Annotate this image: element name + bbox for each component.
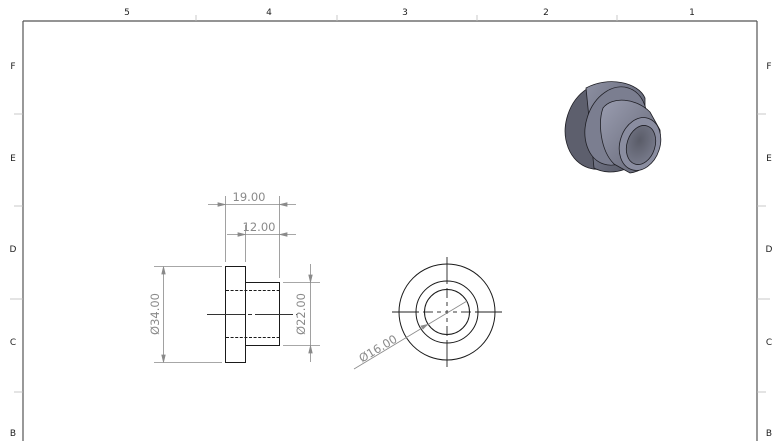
zone-col-3: 3 — [402, 8, 408, 18]
zone-row-d-left: D — [10, 245, 17, 255]
column-zone-ticks — [195, 15, 618, 21]
dimension-flange-diameter[interactable]: Ø34.00 — [148, 266, 222, 363]
zone-row-b-left: B — [10, 429, 16, 439]
zone-col-5: 5 — [124, 8, 130, 18]
isometric-part — [564, 81, 662, 174]
zone-col-4: 4 — [266, 8, 272, 18]
dimension-overall-length[interactable]: 19.00 — [208, 190, 296, 278]
zone-row-e-right: E — [766, 154, 772, 164]
dimension-label-16: Ø16.00 — [356, 332, 399, 366]
row-zone-labels-left: F E D C B — [10, 62, 17, 439]
dimension-label-19: 19.00 — [233, 190, 266, 204]
isometric-view[interactable] — [554, 73, 667, 179]
zone-row-c-left: C — [10, 338, 16, 348]
dimension-hub-length[interactable]: 12.00 — [227, 220, 296, 262]
zone-row-c-right: C — [766, 338, 772, 348]
side-view[interactable]: 19.00 12.00 Ø34.00 Ø22.00 — [148, 190, 320, 363]
zone-col-2: 2 — [543, 8, 549, 18]
dimension-label-12: 12.00 — [243, 220, 276, 234]
row-zone-ticks — [10, 113, 770, 393]
dimension-bore-diameter[interactable]: Ø16.00 — [353, 300, 468, 370]
zone-col-1: 1 — [689, 8, 695, 18]
zone-row-e-left: E — [10, 154, 16, 164]
zone-row-f-left: F — [10, 62, 15, 72]
dimension-hub-diameter[interactable]: Ø22.00 — [283, 264, 320, 362]
column-zone-labels: 5 4 3 2 1 — [124, 8, 695, 18]
row-zone-labels-right: F E D C B — [766, 62, 773, 439]
zone-row-f-right: F — [766, 62, 771, 72]
zone-row-d-right: D — [766, 245, 773, 255]
sheet-border — [22, 20, 758, 441]
dimension-label-34: Ø34.00 — [148, 293, 162, 335]
front-view[interactable]: Ø16.00 — [353, 257, 502, 370]
hidden-bore-lines — [226, 290, 279, 338]
zone-row-b-right: B — [766, 429, 772, 439]
front-view-centerlines — [392, 257, 502, 367]
dimension-label-22: Ø22.00 — [294, 293, 308, 335]
